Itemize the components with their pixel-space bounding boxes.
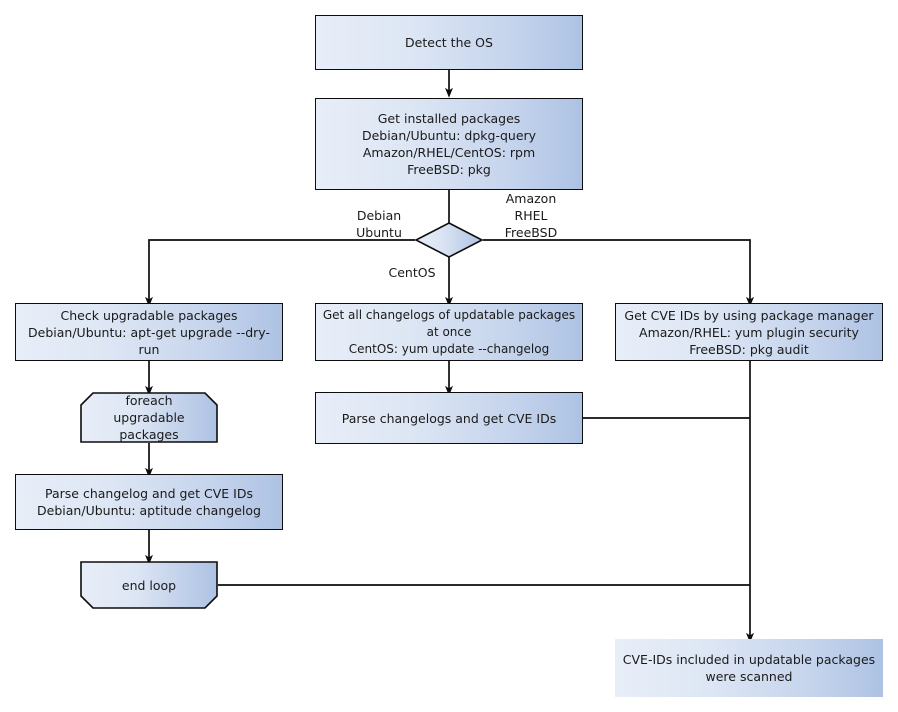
loop-start-shape [80,392,218,443]
node-get-all-changelogs-label: Get all changelogs of updatable packages… [322,307,576,356]
node-parse-changelogs-centos-label: Parse changelogs and get CVE IDs [341,410,557,426]
node-check-upgradable[interactable]: Check upgradable packages Debian/Ubuntu:… [15,303,283,361]
node-get-cve-ids-pkgmgr[interactable]: Get CVE IDs by using package manager Ama… [615,303,883,361]
edge-label-amazon-rhel-freebsd: Amazon RHEL FreeBSD [504,191,558,240]
node-foreach-upgradable-label: foreach upgradable packages [113,393,185,442]
node-foreach-upgradable[interactable]: foreach upgradable packages [80,392,218,443]
node-end-loop[interactable]: end loop [80,561,218,609]
node-get-cve-ids-pkgmgr-label: Get CVE IDs by using package manager Ama… [624,307,874,357]
node-parse-changelog-debian-label: Parse changelog and get CVE IDs Debian/U… [37,486,261,518]
edge-label-centos: CentOS [388,265,436,280]
node-check-upgradable-label: Check upgradable packages Debian/Ubuntu:… [28,307,270,357]
node-scanned-result-label: CVE-IDs included in updatable packages w… [622,652,876,684]
os-decision-diamond [414,222,484,258]
node-get-installed-packages-label: Get installed packages Debian/Ubuntu: dp… [361,111,537,177]
node-detect-os-label: Detect the OS [405,35,493,50]
node-detect-os[interactable]: Detect the OS [315,15,583,70]
node-get-all-changelogs[interactable]: Get all changelogs of updatable packages… [315,303,583,361]
loop-end-shape [80,561,218,609]
node-get-installed-packages[interactable]: Get installed packages Debian/Ubuntu: dp… [315,98,583,190]
node-scanned-result[interactable]: CVE-IDs included in updatable packages w… [615,639,883,697]
node-parse-changelogs-centos[interactable]: Parse changelogs and get CVE IDs [315,392,583,444]
edge-label-debian-ubuntu: Debian Ubuntu [356,208,402,240]
edge-decision-to-pkgmgr [483,239,754,307]
node-end-loop-label: end loop [121,577,177,593]
edge-decision-to-check-upgradable [145,239,415,307]
node-parse-changelog-debian[interactable]: Parse changelog and get CVE IDs Debian/U… [15,474,283,530]
